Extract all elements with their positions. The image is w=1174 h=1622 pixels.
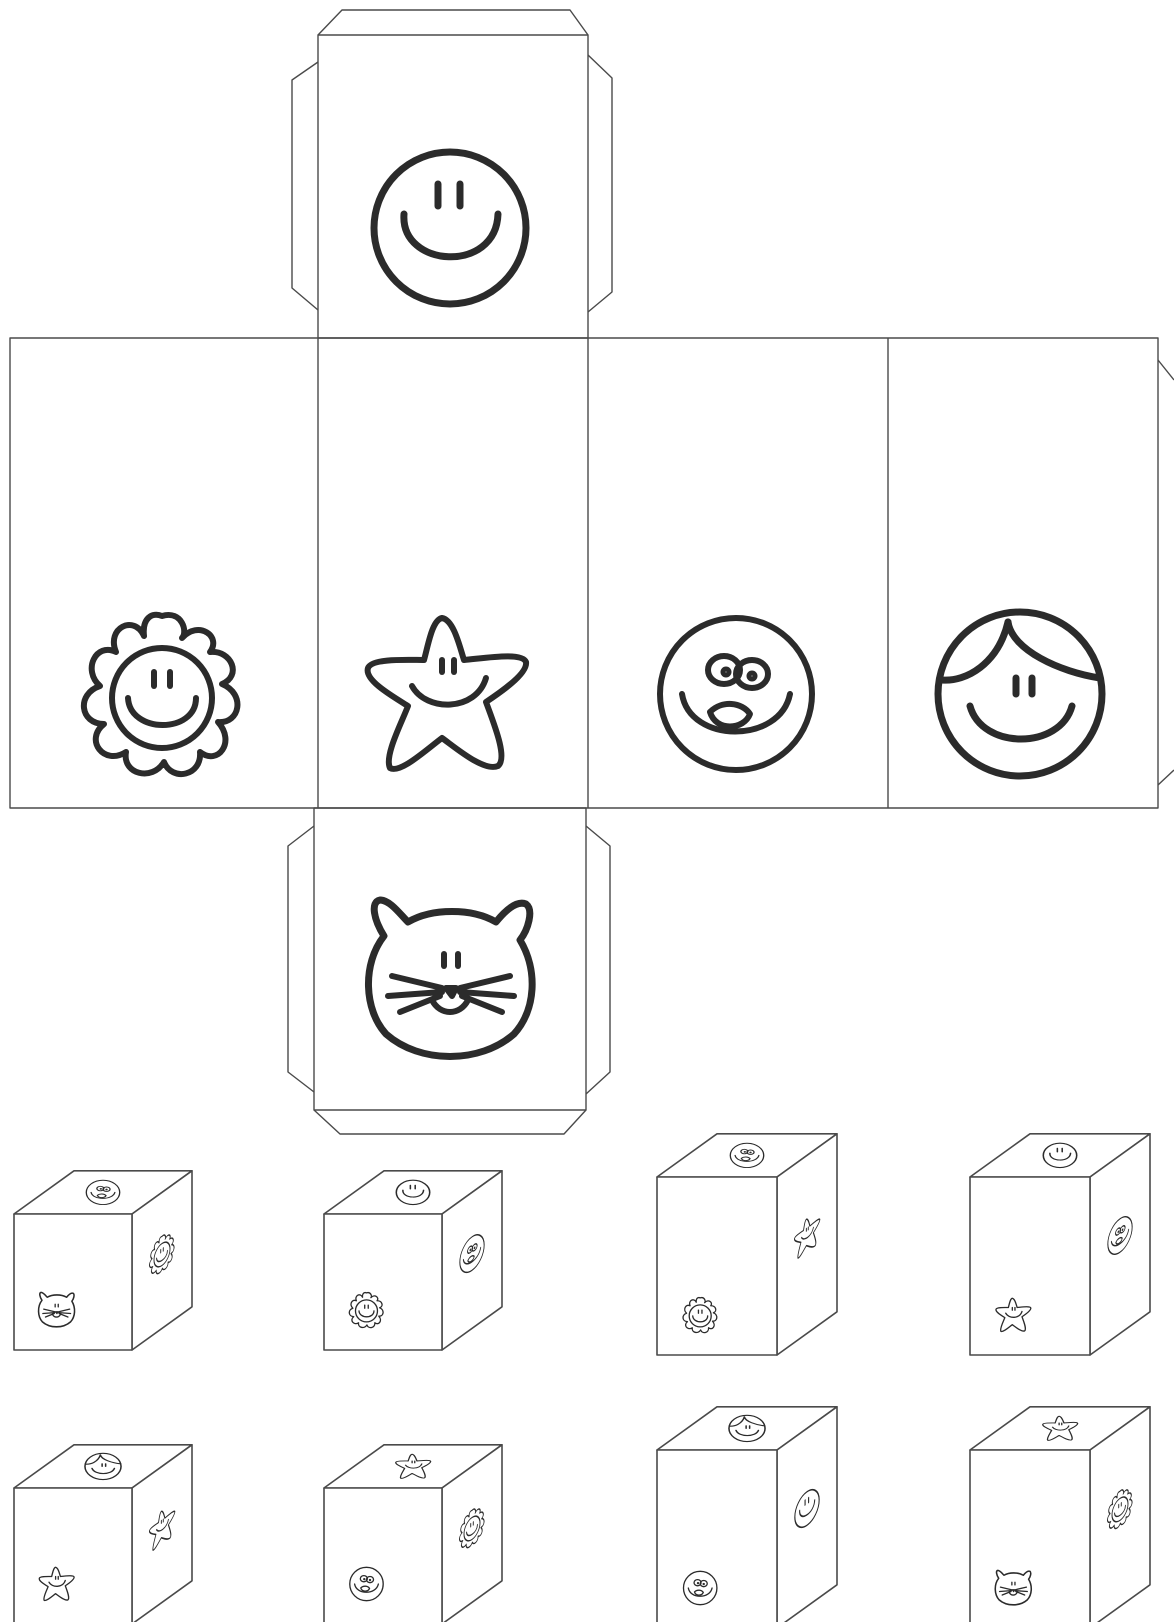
smiley-icon <box>374 152 526 304</box>
net-right-flap <box>1158 360 1174 380</box>
cube-front-face <box>970 1177 1090 1355</box>
cube-front-face <box>324 1214 442 1350</box>
cat-icon <box>368 900 532 1057</box>
cube-front-face <box>14 1214 132 1350</box>
net-bottom-left-flap <box>288 826 314 1092</box>
net-right-flap-low <box>1158 770 1174 785</box>
net-bottom-face <box>314 808 586 1110</box>
dice-options <box>14 1134 1150 1622</box>
cube-option <box>14 1171 192 1350</box>
cube-front-face <box>657 1450 777 1622</box>
cube-option <box>324 1171 502 1350</box>
net-top-right-flap <box>588 55 612 312</box>
cube-front-face <box>14 1488 132 1622</box>
cube-option <box>657 1134 837 1355</box>
net-top-flap <box>318 10 588 35</box>
cube-option <box>970 1134 1150 1355</box>
net-bottom-right-flap <box>586 826 610 1094</box>
girl-face-icon <box>938 612 1102 776</box>
net-top-left-flap <box>292 62 318 310</box>
flower-icon <box>84 615 238 774</box>
funny-face-icon <box>660 618 812 770</box>
net-top-face <box>318 35 588 338</box>
cube-option <box>657 1407 837 1622</box>
star-icon <box>368 618 526 769</box>
cube-front-face <box>324 1488 442 1622</box>
cube-net <box>10 10 1174 1134</box>
net-bottom-flap <box>314 1110 586 1134</box>
cube-option <box>970 1407 1150 1622</box>
cube-front-face <box>657 1177 777 1355</box>
cube-option <box>14 1445 192 1622</box>
net-middle-strip <box>10 338 1158 808</box>
cube-option <box>324 1445 502 1622</box>
